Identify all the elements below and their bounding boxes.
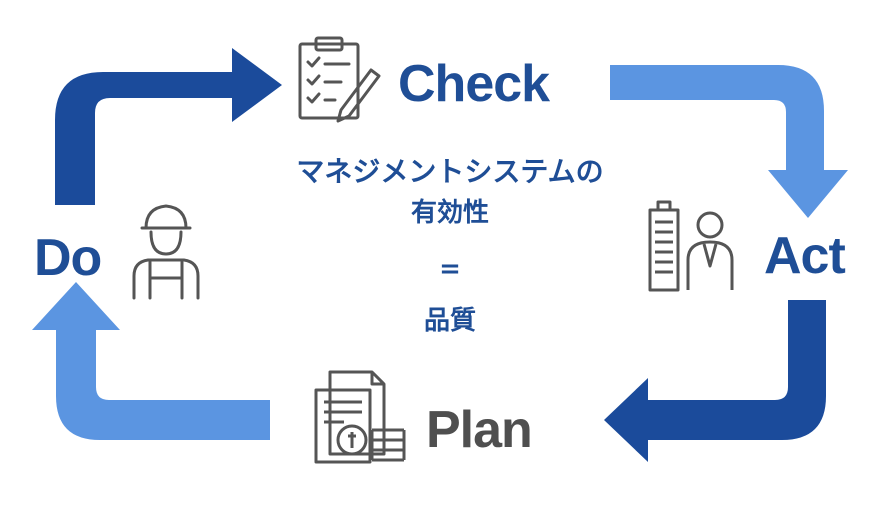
center-line-3: 品質 bbox=[423, 306, 476, 336]
office-worker-icon bbox=[648, 200, 734, 292]
label-check: Check bbox=[398, 55, 550, 113]
arrow-act-to-plan bbox=[604, 300, 826, 462]
construction-worker-icon bbox=[132, 204, 200, 300]
center-line-1: マネジメントシステムの bbox=[296, 155, 604, 188]
label-plan: Plan bbox=[426, 401, 532, 459]
label-do: Do bbox=[34, 229, 101, 287]
center-line-2: 有効性 bbox=[410, 198, 489, 228]
arrow-check-to-act bbox=[610, 65, 848, 218]
invoice-coins-icon bbox=[314, 370, 406, 464]
arrow-plan-to-do bbox=[32, 282, 270, 440]
center-equals: = bbox=[439, 254, 461, 284]
label-act: Act bbox=[764, 227, 845, 285]
checklist-icon bbox=[298, 36, 381, 123]
arrow-do-to-check bbox=[55, 48, 282, 205]
